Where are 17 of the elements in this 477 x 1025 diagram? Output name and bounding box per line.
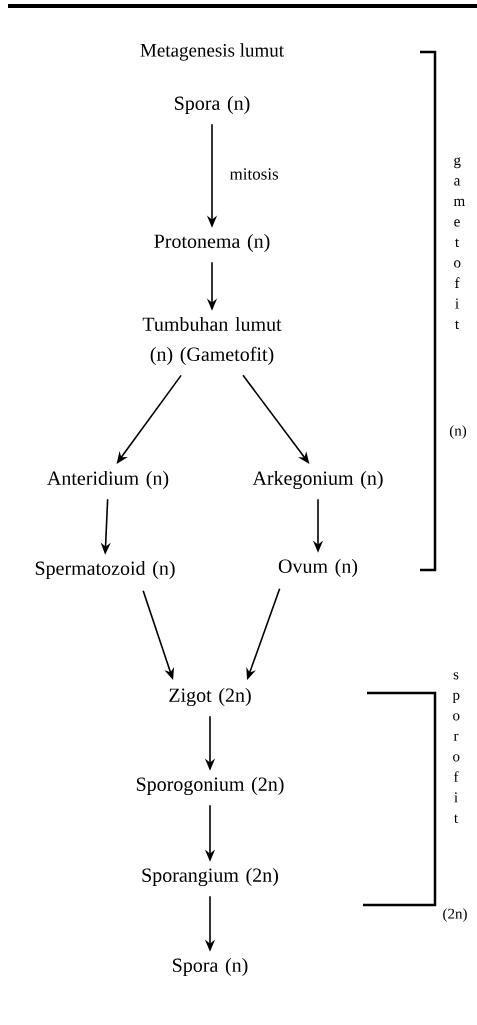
bracket-label: (n) [449,425,467,439]
stage-label: Sporangium (2n) [142,867,278,887]
stage-label: Spora (n) [175,95,250,115]
bracket-label: gametofit [453,157,465,330]
stage-label: Arkegonium (n) [252,470,383,490]
title: Metagenesis lumut [140,43,284,61]
stage-label: Zigot (2n) [169,687,251,707]
stage-label: Sporogonium (2n) [136,776,284,796]
stage-label: Spermatozoid (n) [35,560,175,580]
stage-label: Ovum (n) [278,558,358,578]
stage-label: Protonema (n) [154,233,270,253]
edge-label: mitosis [229,168,279,180]
stage-label: Anteridium (n) [47,470,169,490]
stage-label: Tumbuhan lumut (n) (Gametofit) [142,316,282,366]
stage-label: Spora (n) [173,957,248,977]
bracket-label: (2n) [443,908,467,922]
bracket-label: sporofit [452,672,460,823]
